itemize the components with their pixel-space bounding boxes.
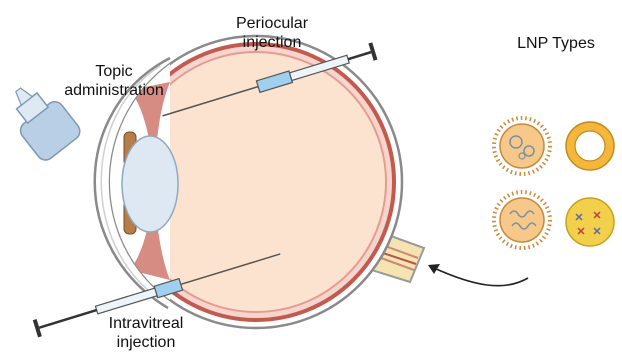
topic-label-line2: administration: [48, 81, 180, 100]
lnp-types-title: LNP Types: [506, 34, 606, 53]
lens: [122, 136, 178, 232]
intravitreal-label: Intravitreal injection: [86, 314, 206, 352]
lnp-particle-icon: [494, 118, 550, 174]
periocular-label-line2: injection: [212, 33, 332, 52]
lnp-mrna-particle-icon: [494, 192, 550, 248]
liposome-icon: [566, 122, 614, 170]
arrow-icon: [434, 268, 528, 286]
topic-label: Topic administration: [48, 62, 180, 100]
intravitreal-label-line2: injection: [86, 333, 206, 352]
periocular-label-line1: Periocular: [212, 14, 332, 33]
topic-label-line1: Topic: [48, 62, 180, 81]
intravitreal-label-line1: Intravitreal: [86, 314, 206, 333]
periocular-label: Periocular injection: [212, 14, 332, 52]
solid-lnp-icon: [566, 198, 614, 246]
